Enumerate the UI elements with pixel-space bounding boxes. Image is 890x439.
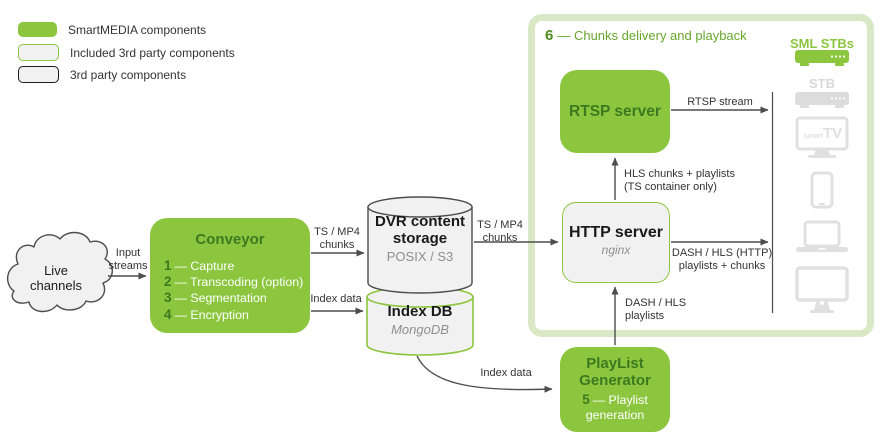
smart-tv-icon: [794, 116, 850, 160]
edge-label-dash-hls-http: DASH / HLS (HTTP) playlists + chunks: [671, 247, 773, 272]
device-label-sml-stbs: SML STBs: [789, 36, 855, 51]
edge-label-ts-mp4-chunks: TS / MP4 chunks: [314, 226, 360, 251]
node-rtsp-server: [560, 70, 670, 153]
conveyor-step: 2— Transcoding (option): [164, 274, 304, 290]
playlist-generator-step: 5— Playlist generation: [582, 392, 648, 422]
conveyor-title: Conveyor: [195, 231, 265, 248]
http-server-subtitle: nginx: [601, 243, 631, 257]
zone-title: 6— Chunks delivery and playback: [545, 27, 747, 44]
dvr-storage-title: DVR content storage: [375, 213, 465, 247]
edge-label-hls-chunks-playlists: HLS chunks + playlists (TS container onl…: [624, 168, 735, 193]
legend-item-3rd-party: 3rd party components: [18, 66, 186, 83]
conveyor-step: 3— Segmentation: [164, 290, 267, 306]
legend-swatch-included-3rd-party: [18, 44, 59, 61]
edge-label-ts-mp4-chunks: TS / MP4 chunks: [477, 219, 523, 244]
desktop-icon: [795, 266, 849, 314]
legend-swatch-3rd-party: [18, 66, 59, 83]
conveyor-step: 1— Capture: [164, 258, 235, 273]
stb-icon: [794, 91, 850, 109]
legend-swatch-smartmedia: [18, 22, 57, 37]
edge-label-index-data: Index data: [310, 293, 362, 305]
http-server-title: HTTP server: [569, 224, 663, 241]
legend-label: SmartMEDIA components: [68, 22, 207, 37]
laptop-icon: [794, 220, 850, 254]
dvr-storage-subtitle: POSIX / S3: [386, 249, 454, 264]
legend-item-included-3rd-party: Included 3rd party components: [18, 44, 235, 61]
index-db-labels: Index DB MongoDB: [360, 303, 480, 337]
dvr-storage-labels: DVR content storage POSIX / S3: [360, 213, 480, 264]
edge-label-input-streams: Input streams: [108, 247, 148, 272]
edge-label-rtsp-stream: RTSP stream: [687, 96, 753, 108]
edge-label-dash-hls-playlists: DASH / HLS playlists: [625, 297, 687, 322]
http-server-labels: HTTP server nginx: [561, 224, 671, 257]
legend-label: 3rd party components: [70, 67, 187, 82]
conveyor-steps: 1— Capture 2— Transcoding (option) 3— Se…: [164, 258, 303, 323]
node-http-server: [562, 202, 670, 283]
playlist-step-number: 5: [582, 392, 590, 407]
live-channels-label: Live channels: [29, 263, 83, 293]
index-db-subtitle: MongoDB: [391, 322, 449, 337]
legend-label: Included 3rd party components: [70, 45, 235, 60]
phone-icon: [810, 171, 834, 209]
edge-label-index-data: Index data: [480, 367, 532, 379]
index-db-title: Index DB: [387, 303, 453, 320]
playlist-generator-title: PlayList Generator: [579, 355, 651, 389]
conveyor-step: 4— Encryption: [164, 306, 249, 322]
legend-item-smartmedia: SmartMEDIA components: [18, 22, 206, 37]
zone-number: 6: [545, 27, 554, 44]
node-playlist-generator: [560, 347, 670, 432]
smart-tv-screen-label: smartTV: [803, 125, 843, 142]
rtsp-server-title: RTSP server: [569, 103, 661, 120]
node-conveyor: [150, 218, 310, 333]
sml-stb-icon: [794, 49, 850, 67]
device-label-stb: STB: [809, 76, 835, 91]
